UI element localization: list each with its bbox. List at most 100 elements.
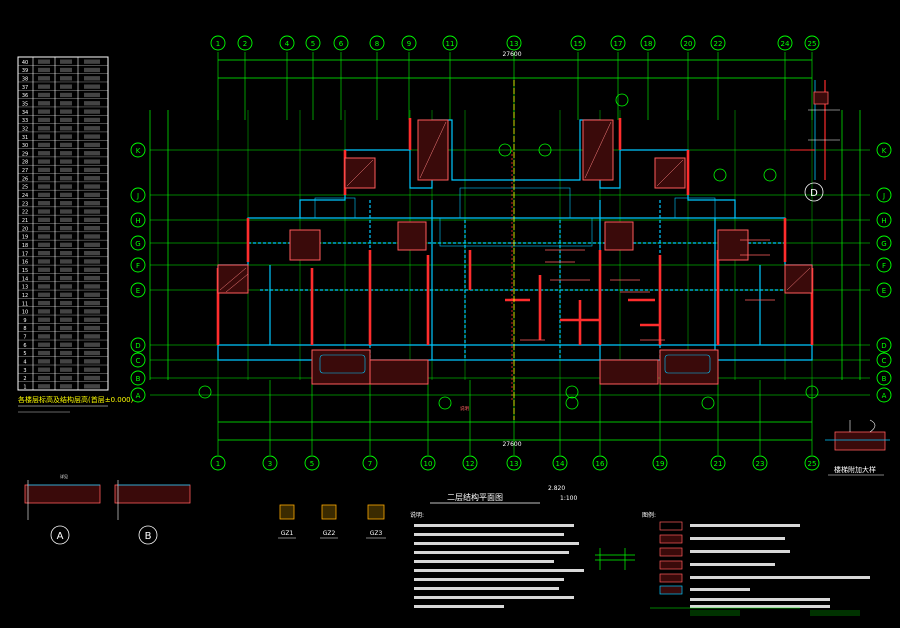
- axis-grid-lines: [150, 52, 870, 455]
- axis-bubble-left-K: K: [130, 142, 146, 158]
- svg-text:10: 10: [424, 460, 433, 468]
- table-cell-block: [84, 176, 100, 181]
- table-cell-block: [38, 234, 50, 239]
- svg-text:F: F: [136, 262, 140, 270]
- table-cell-block: [84, 167, 100, 173]
- axis-bubble-left-C: C: [130, 352, 146, 368]
- table-row-floor: 20: [22, 226, 28, 232]
- plan-scale: 1:100: [560, 495, 577, 502]
- table-cell-block: [84, 342, 100, 347]
- table-cell-block: [60, 184, 72, 189]
- table-cell-block: [60, 217, 72, 222]
- table-cell-block: [60, 292, 72, 297]
- table-cell-block: [84, 359, 100, 364]
- svg-text:J: J: [882, 192, 885, 200]
- table-cell-block: [60, 350, 72, 356]
- table-cell-block: [38, 384, 50, 389]
- table-cell-block: [38, 126, 50, 131]
- table-cell-block: [38, 151, 50, 156]
- note-line: [414, 560, 554, 563]
- notes-heading: 说明:: [410, 511, 424, 519]
- table-cell-block: [38, 101, 50, 106]
- table-cell-block: [38, 367, 50, 372]
- svg-text:2: 2: [243, 40, 247, 48]
- svg-text:7: 7: [368, 460, 372, 468]
- legend-item: [659, 573, 870, 583]
- svg-text:20: 20: [684, 40, 693, 48]
- elevation-mark: 2.820: [548, 485, 565, 492]
- table-cell-block: [38, 275, 50, 281]
- table-cell-block: [38, 342, 50, 347]
- table-cell-block: [38, 92, 50, 98]
- table-row-floor: 33: [22, 118, 28, 124]
- table-cell-block: [38, 76, 50, 81]
- gz3-label: GZ3: [370, 530, 383, 537]
- note-line: [414, 524, 574, 527]
- axis-bubble-left-H: H: [130, 212, 146, 228]
- svg-text:B: B: [136, 375, 141, 383]
- table-cell-block: [60, 367, 72, 372]
- axis-bubble-bottom-10: 10: [420, 455, 436, 471]
- axis-bubble-right-F: F: [876, 257, 892, 273]
- axis-bubble-bottom-25: 25: [804, 455, 820, 471]
- table-row-floor: 23: [22, 201, 28, 207]
- svg-text:D: D: [881, 342, 886, 350]
- section-b-marker: [138, 525, 158, 545]
- stair-detail: 楼梯附加大样: [825, 419, 890, 476]
- axis-bubble-right-H: H: [876, 212, 892, 228]
- note-line: [414, 569, 584, 572]
- table-cell-block: [38, 167, 50, 173]
- table-cell-block: [60, 117, 72, 123]
- table-row-floor: 8: [23, 326, 26, 332]
- svg-text:1: 1: [216, 40, 220, 48]
- table-cell-block: [84, 184, 100, 189]
- svg-text:H: H: [881, 217, 886, 225]
- svg-text:11: 11: [446, 40, 455, 48]
- section-markers: [198, 93, 819, 410]
- table-cell-block: [84, 259, 100, 264]
- table-cell-block: [84, 375, 100, 381]
- table-cell-block: [60, 142, 72, 148]
- table-cell-block: [38, 217, 50, 222]
- table-caption: 各楼层标高及结构层高(首层±0.000): [18, 395, 134, 404]
- table-row-floor: 25: [22, 185, 28, 191]
- plan-title: 二层结构平面图: [447, 492, 503, 502]
- svg-text:B: B: [882, 375, 887, 383]
- svg-text:13: 13: [510, 40, 519, 48]
- svg-text:9: 9: [407, 40, 411, 48]
- gz2-label: GZ2: [323, 530, 336, 537]
- svg-text:13: 13: [510, 460, 519, 468]
- svg-text:25: 25: [808, 40, 817, 48]
- table-row-floor: 35: [22, 101, 28, 107]
- axis-bubble-left-B: B: [130, 370, 146, 386]
- svg-text:C: C: [882, 357, 887, 365]
- table-cell-block: [38, 59, 50, 64]
- axis-bubble-right-B: B: [876, 370, 892, 386]
- table-row-floor: 27: [22, 168, 28, 174]
- table-cell-block: [84, 92, 100, 98]
- table-cell-block: [84, 101, 100, 106]
- svg-text:14: 14: [556, 460, 565, 468]
- table-cell-block: [60, 126, 72, 131]
- table-cell-block: [38, 350, 50, 356]
- table-cell-block: [38, 325, 50, 331]
- table-cell-block: [38, 109, 50, 114]
- table-cell-block: [60, 334, 72, 339]
- section-a-note: 详见: [60, 473, 68, 479]
- axis-bubble-top-18: 18: [640, 35, 656, 51]
- table-cell-block: [60, 59, 72, 64]
- table-cell-block: [60, 342, 72, 347]
- table-cell-block: [84, 284, 100, 289]
- hatch-marks: [219, 121, 811, 293]
- table-cell-block: [84, 134, 100, 139]
- slab-outlines: [314, 187, 716, 374]
- legend-item: [659, 521, 800, 531]
- legend-items: [659, 521, 870, 608]
- table-cell-block: [84, 234, 100, 239]
- axis-bubble-bottom-21: 21: [710, 455, 726, 471]
- table-cell-block: [84, 126, 100, 131]
- table-cell-block: [38, 284, 50, 289]
- svg-text:19: 19: [656, 460, 665, 468]
- axis-bubble-left-E: E: [130, 282, 146, 298]
- table-cell-block: [84, 309, 100, 314]
